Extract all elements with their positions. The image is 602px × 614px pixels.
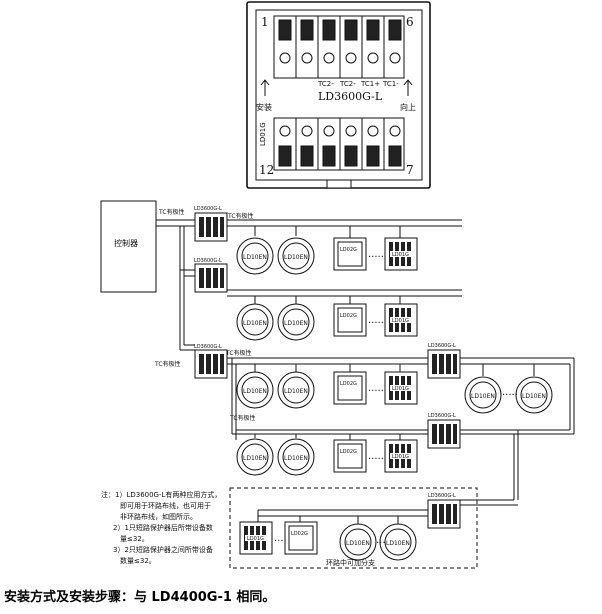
module-box-4-1: LD02G (333, 439, 367, 473)
controller-bus (156, 219, 195, 351)
isolator-label-3: LD3600G-L (194, 344, 222, 350)
svg-text:LD10EN: LD10EN (522, 393, 546, 400)
svg-text:LD01G: LD01G (392, 318, 409, 324)
svg-text:LD02G: LD02G (340, 381, 357, 387)
detector-3-1: LD10EN (236, 371, 274, 409)
side-label: LD01G (259, 122, 267, 146)
svg-text:LD10EN: LD10EN (243, 388, 267, 395)
detector-3-2: LD10EN (277, 371, 315, 409)
controller-label: 控制器 (114, 238, 138, 248)
svg-text:LD10EN: LD10EN (284, 254, 308, 261)
pin-1-label: 1 (261, 15, 269, 29)
lower-terminal-row (273, 117, 405, 171)
note-line-1: 注：1）LD3600G-L有两种应用方式， (101, 490, 221, 499)
note-line-3: 非环路布线，如图所示。 (120, 512, 197, 521)
tc-polarity-label-1: TC有极性 (158, 208, 185, 216)
module-box-5-1: LD01G (239, 521, 273, 555)
svg-text:·······: ······· (368, 252, 390, 263)
svg-text:LD01G: LD01G (392, 252, 409, 258)
note-line-7: 数量≤32。 (120, 556, 156, 565)
row-3: LD3600G-L LD10EN LD10EN LD02G ······· LD (194, 343, 575, 449)
branch-label: 环路中可加分支 (326, 558, 375, 567)
tc-polarity-label-2: TC有极性 (227, 212, 254, 220)
module-box-3-2: LD01G (384, 371, 418, 405)
isolator-label-6: LD3600G-L (428, 493, 456, 499)
detector-4-1: LD10EN (236, 438, 274, 476)
svg-text:LD10EN: LD10EN (243, 455, 267, 462)
terminal-label-tc1p: TC1+ (360, 80, 380, 88)
module-box-2-1: LD02G (333, 303, 367, 337)
pin-12-label: 12 (259, 163, 274, 177)
svg-text:LD01G: LD01G (247, 536, 264, 542)
module-box-1-1: LD02G (333, 237, 367, 271)
row-2: LD3600G-L LD10EN LD10EN LD02G ······· LD… (194, 258, 462, 341)
module-box-5-2: LD02G (284, 521, 318, 555)
svg-text:LD10EN: LD10EN (284, 388, 308, 395)
svg-text:···: ··· (274, 536, 284, 547)
svg-text:LD02G: LD02G (340, 449, 357, 455)
row-4: LD10EN LD10EN LD02G ······· LD01G (235, 430, 418, 476)
module-box-1-2: LD01G (384, 237, 418, 271)
notes: 注：1）LD3600G-L有两种应用方式， 即可用于环路布线，也可用于 非环路布… (101, 490, 221, 565)
svg-text:LD10EN: LD10EN (284, 320, 308, 327)
svg-text:LD02G: LD02G (291, 531, 308, 537)
svg-text:·····: ····· (502, 390, 518, 401)
up-arrow-icon-left (260, 79, 270, 96)
row-1: LD3600G-L LD10EN LD10EN LD02G ······· LD… (194, 206, 462, 275)
tc-polarity-label-4: TC有极性 (225, 349, 252, 357)
detector-1-1: LD10EN (236, 237, 274, 275)
detector-2-1: LD10EN (236, 303, 274, 341)
isolator-label-2: LD3600G-L (194, 258, 222, 264)
note-line-2: 即可用于环路布线，也可用于 (120, 501, 211, 510)
svg-text:LD10EN: LD10EN (386, 540, 410, 547)
isolator-label-1: LD3600G-L (194, 206, 222, 212)
svg-text:LD01G: LD01G (392, 386, 409, 392)
isolator-label-5: LD3600G-L (428, 413, 456, 419)
svg-text:·······: ······· (368, 318, 390, 329)
pin-7-label: 7 (406, 163, 414, 177)
pin-6-label: 6 (406, 15, 414, 29)
isolator-label-4: LD3600G-L (428, 343, 456, 349)
svg-text:LD10EN: LD10EN (284, 455, 308, 462)
svg-text:LD02G: LD02G (340, 313, 357, 319)
svg-text:LD10EN: LD10EN (346, 540, 370, 547)
tc-polarity-label-5: TC有极性 (229, 414, 256, 422)
note-line-4: 2）1只短路保护器后所带设备数 (113, 523, 213, 532)
up-arrow-icon-right (403, 79, 413, 96)
note-line-6: 3）2只短路保护器之间所带设备 (113, 545, 213, 554)
module-model-label: LD3600G-L (318, 90, 383, 103)
tc-polarity-label-3: TC有极性 (154, 360, 181, 368)
upper-terminal-row (273, 15, 405, 79)
svg-text:LD10EN: LD10EN (243, 320, 267, 327)
svg-text:LD02G: LD02G (340, 247, 357, 253)
up-label: 向上 (400, 102, 416, 112)
module-box-3-1: LD02G (333, 371, 367, 405)
module-box-2-2: LD01G (384, 303, 418, 337)
detector-5-2: LD10EN (379, 523, 417, 561)
svg-text:···: ··· (376, 538, 386, 549)
detector-2-2: LD10EN (277, 303, 315, 341)
svg-text:LD10EN: LD10EN (243, 254, 267, 261)
branch-dashed-box (229, 487, 478, 569)
detector-4-2: LD10EN (277, 438, 315, 476)
svg-text:·······: ······· (368, 454, 390, 465)
detector-5-1: LD10EN (339, 523, 377, 561)
module-box-4-2: LD01G (384, 439, 418, 473)
caption-text: 安装方式及安装步骤：与 LD4400G-1 相同。 (4, 590, 276, 605)
controller-box (100, 200, 157, 293)
detector-1-2: LD10EN (277, 237, 315, 275)
install-label: 安装 (256, 102, 272, 112)
terminal-label-tc1m: TC1- (382, 80, 399, 88)
note-line-5: 量≤32。 (120, 535, 149, 543)
detector-3-4: LD10EN (515, 376, 553, 414)
detector-3-3: LD10EN (464, 376, 502, 414)
terminal-module: 1 6 12 7 TC2- TC2- TC1+ TC1- LD3600G-L 安… (246, 1, 431, 189)
svg-text:·······: ······· (368, 386, 390, 397)
svg-text:LD10EN: LD10EN (471, 393, 495, 400)
terminal-label-tc2b: TC2- (339, 80, 356, 88)
terminal-label-tc2a: TC2- (317, 80, 334, 88)
branch-section: LD3600G-L LD01G ··· LD02G LD10EN ··· LD1… (229, 430, 519, 569)
svg-text:LD01G: LD01G (392, 454, 409, 460)
